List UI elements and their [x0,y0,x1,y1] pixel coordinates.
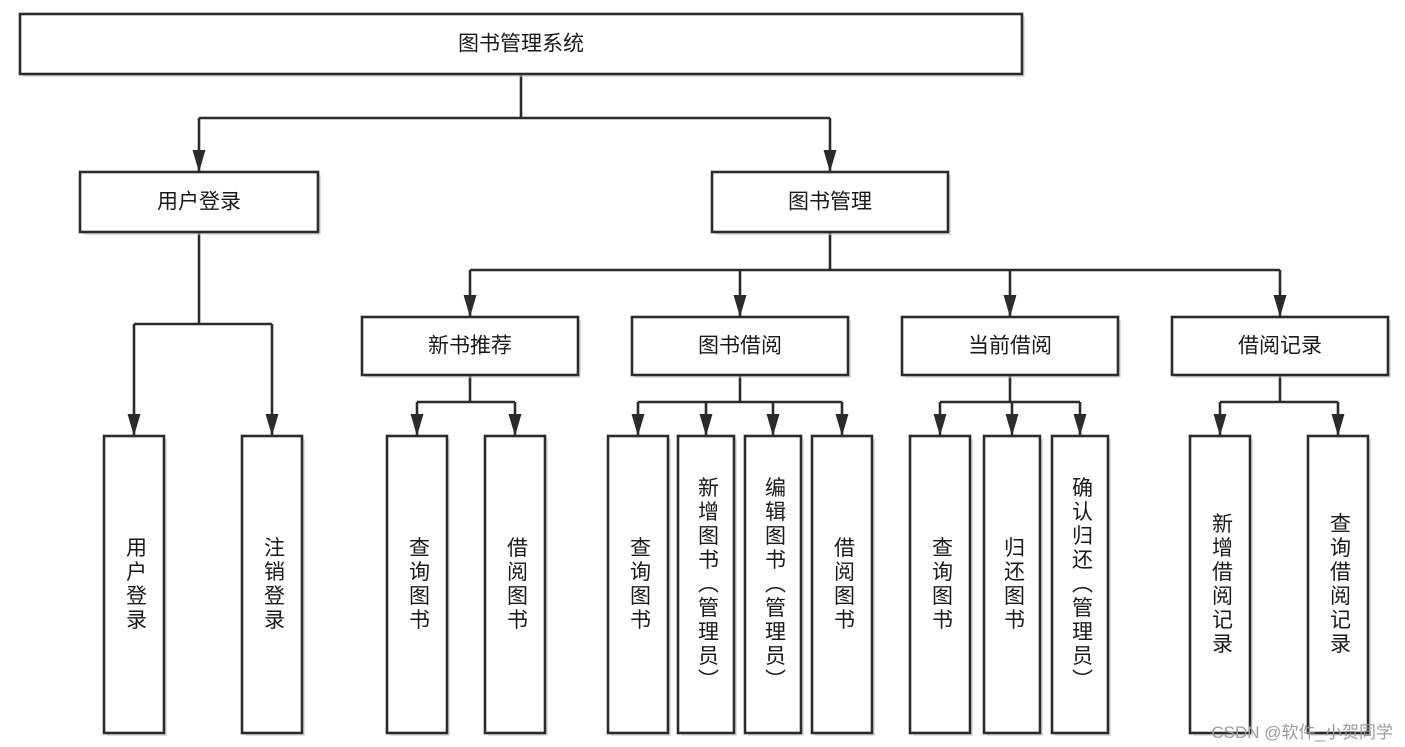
node-label: 确认归还（管理员） [1069,477,1093,693]
node-box[interactable] [630,315,850,377]
node-box[interactable] [102,434,166,735]
node-label: 新书推荐 [428,335,512,358]
node-box[interactable] [1170,315,1390,377]
node-leaf-user-logout[interactable]: 注销登录 [240,434,305,736]
node-box[interactable] [1050,434,1110,735]
node-box[interactable] [78,170,320,234]
node-leaf-rec-query2[interactable]: 查询借阅记录 [1306,434,1371,736]
arrow-head-icon [1073,414,1087,436]
nodes-layer: 图书管理系统用户登录图书管理新书推荐图书借阅当前借阅借阅记录用户登录注销登录查询… [18,12,1391,736]
node-label: 借阅记录 [1238,335,1322,358]
arrow-head-icon [265,414,279,436]
node-borrow-record[interactable]: 借阅记录 [1170,315,1391,378]
arrow-head-icon [631,414,645,436]
arrow-head-icon [1331,414,1345,436]
node-label: 新增借阅记录 [1209,513,1233,657]
node-label: 查询图书 [929,537,953,633]
arrow-head-icon [463,295,477,317]
node-leaf-cur-confirm[interactable]: 确认归还（管理员） [1050,434,1111,736]
node-leaf-borrow-query[interactable]: 查询图书 [606,434,671,736]
node-leaf-rec-query[interactable]: 查询图书 [385,434,450,736]
node-box[interactable] [743,434,803,735]
arrow-head-icon [1003,295,1017,317]
arrow-head-icon [835,414,849,436]
node-box[interactable] [982,434,1042,735]
node-box[interactable] [710,170,950,234]
node-box[interactable] [18,12,1024,76]
node-leaf-borrow-lend[interactable]: 借阅图书 [810,434,875,736]
node-label: 注销登录 [261,537,285,633]
node-label: 用户登录 [123,537,147,633]
node-root[interactable]: 图书管理系统 [18,12,1025,77]
arrow-head-icon [699,414,713,436]
node-box[interactable] [810,434,874,735]
arrow-head-icon [766,414,780,436]
arrow-head-icon [192,150,206,172]
node-label: 借阅图书 [504,537,528,633]
arrow-head-icon [410,414,424,436]
edges-layer [127,74,1345,436]
node-label: 借阅图书 [831,537,855,633]
node-label: 查询借阅记录 [1327,513,1351,657]
node-leaf-rec-add[interactable]: 新增借阅记录 [1188,434,1253,736]
node-label: 查询图书 [627,537,651,633]
arrow-head-icon [508,414,522,436]
node-label: 归还图书 [1001,537,1025,633]
node-user-login[interactable]: 用户登录 [78,170,321,235]
node-label: 编辑图书（管理员） [762,477,786,693]
arrow-head-icon [823,150,837,172]
node-new-book-rec[interactable]: 新书推荐 [360,315,581,378]
node-label: 当前借阅 [968,335,1052,358]
arrow-head-icon [127,414,141,436]
node-box[interactable] [908,434,972,735]
node-leaf-cur-query[interactable]: 查询图书 [908,434,973,736]
node-leaf-borrow-add[interactable]: 新增图书（管理员） [676,434,737,736]
node-leaf-borrow-edit[interactable]: 编辑图书（管理员） [743,434,804,736]
node-box[interactable] [360,315,580,377]
node-label: 图书管理系统 [458,33,584,56]
node-label: 图书借阅 [698,335,782,358]
node-label: 新增图书（管理员） [695,477,719,693]
node-box[interactable] [385,434,449,735]
node-label: 用户登录 [157,191,241,214]
node-leaf-user-login[interactable]: 用户登录 [102,434,167,736]
node-book-borrow[interactable]: 图书借阅 [630,315,851,378]
node-box[interactable] [606,434,670,735]
arrow-head-icon [1213,414,1227,436]
arrow-head-icon [1273,295,1287,317]
node-box[interactable] [240,434,304,735]
watermark-label: CSDN @软件_小贺同学 [1211,723,1393,742]
arrow-head-icon [733,295,747,317]
node-box[interactable] [1188,434,1252,735]
node-label: 查询图书 [406,537,430,633]
node-box[interactable] [1306,434,1370,735]
arrow-head-icon [933,414,947,436]
node-label: 图书管理 [788,191,872,214]
node-book-manage[interactable]: 图书管理 [710,170,951,235]
node-box[interactable] [900,315,1120,377]
node-box[interactable] [676,434,736,735]
node-box[interactable] [483,434,547,735]
node-leaf-rec-borrow[interactable]: 借阅图书 [483,434,548,736]
node-leaf-cur-return[interactable]: 归还图书 [982,434,1043,736]
arrow-head-icon [1005,414,1019,436]
node-current-borrow[interactable]: 当前借阅 [900,315,1121,378]
